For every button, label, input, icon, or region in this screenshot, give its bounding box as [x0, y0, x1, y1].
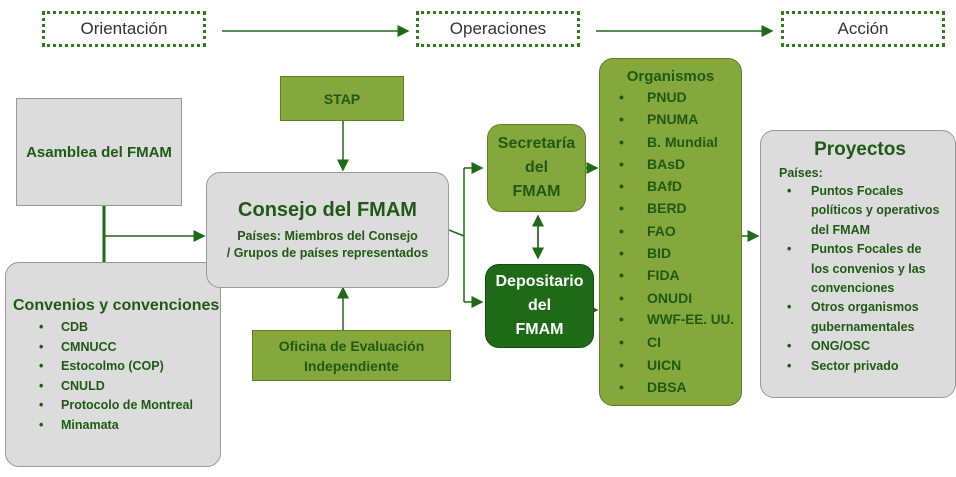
- depositario-box: Depositario del FMAM: [485, 264, 594, 348]
- phase-operaciones: Operaciones: [416, 11, 580, 47]
- convenios-item: CNULD: [13, 377, 193, 397]
- proyectos-title: Proyectos: [814, 139, 906, 160]
- stap-label: STAP: [323, 90, 361, 107]
- convenios-list: CDB CMNUCC Estocolmo (COP) CNULD Protoco…: [13, 318, 193, 436]
- organismos-item: WWF-EE. UU.: [600, 309, 734, 332]
- phase-operaciones-label: Operaciones: [449, 19, 547, 38]
- convenios-item: CMNUCC: [13, 338, 193, 358]
- asamblea-label: Asamblea del FMAM: [26, 143, 172, 161]
- proyectos-item: Puntos Focales políticos y operativos de…: [779, 182, 941, 240]
- stap-box: STAP: [280, 76, 404, 121]
- organismos-list: PNUD PNUMA B. Mundial BAsD BAfD BERD FAO…: [600, 86, 734, 398]
- phase-accion-label: Acción: [837, 19, 889, 38]
- organismos-item: BAfD: [600, 175, 734, 198]
- proyectos-box: Proyectos Países: Puntos Focales polític…: [760, 130, 956, 398]
- organismos-item: BID: [600, 242, 734, 265]
- phase-orientacion-label: Orientación: [80, 19, 168, 38]
- organismos-box: Organismos PNUD PNUMA B. Mundial BAsD BA…: [599, 58, 742, 406]
- secretaria-line3: FMAM: [512, 183, 561, 200]
- proyectos-subtitle: Países:: [779, 166, 823, 180]
- proyectos-item: Sector privado: [779, 357, 941, 377]
- secretaria-box: Secretaría del FMAM: [487, 124, 586, 212]
- organismos-item: B. Mundial: [600, 131, 734, 154]
- phase-accion: Acción: [781, 11, 945, 47]
- convenios-item: Estocolmo (COP): [13, 357, 193, 377]
- depositario-line1: Depositario: [495, 273, 584, 290]
- organismos-item: PNUD: [600, 86, 734, 109]
- proyectos-list: Puntos Focales políticos y operativos de…: [779, 182, 941, 376]
- consejo-box: Consejo del FMAM Países: Miembros del Co…: [206, 172, 449, 288]
- convenios-item: Minamata: [13, 416, 193, 436]
- oficina-box: Oficina de Evaluación Independiente: [252, 330, 451, 381]
- organismos-item: PNUMA: [600, 108, 734, 131]
- convenios-item: CDB: [13, 318, 193, 338]
- depositario-line2: del: [527, 297, 552, 314]
- organismos-title: Organismos: [626, 68, 715, 85]
- proyectos-item: ONG/OSC: [779, 337, 941, 357]
- organismos-item: UICN: [600, 354, 734, 377]
- proyectos-item: Puntos Focales de los convenios y las co…: [779, 240, 941, 298]
- organismos-item: FIDA: [600, 264, 734, 287]
- organismos-item: DBSA: [600, 376, 734, 399]
- organismos-item: CI: [600, 331, 734, 354]
- asamblea-box: Asamblea del FMAM: [16, 98, 182, 206]
- phase-orientacion: Orientación: [42, 11, 206, 47]
- organismos-item: BAsD: [600, 153, 734, 176]
- convenios-item: Protocolo de Montreal: [13, 396, 193, 416]
- organismos-item: ONUDI: [600, 287, 734, 310]
- consejo-line1: Países: Miembros del Consejo: [237, 228, 418, 243]
- organismos-item: BERD: [600, 197, 734, 220]
- oficina-line1: Oficina de Evaluación: [278, 337, 425, 354]
- secretaria-line2: del: [524, 159, 549, 176]
- convenios-title: Convenios y convenciones: [13, 297, 220, 314]
- consejo-title: Consejo del FMAM: [238, 198, 417, 221]
- organismos-item: FAO: [600, 220, 734, 243]
- proyectos-item: Otros organismos gubernamentales: [779, 298, 941, 337]
- oficina-line2: Independiente: [304, 357, 399, 374]
- depositario-line3: FMAM: [515, 321, 564, 338]
- convenios-box: Convenios y convenciones CDB CMNUCC Esto…: [5, 262, 221, 467]
- consejo-line2: / Grupos de países representados: [226, 245, 429, 260]
- secretaria-line1: Secretaría: [497, 135, 576, 152]
